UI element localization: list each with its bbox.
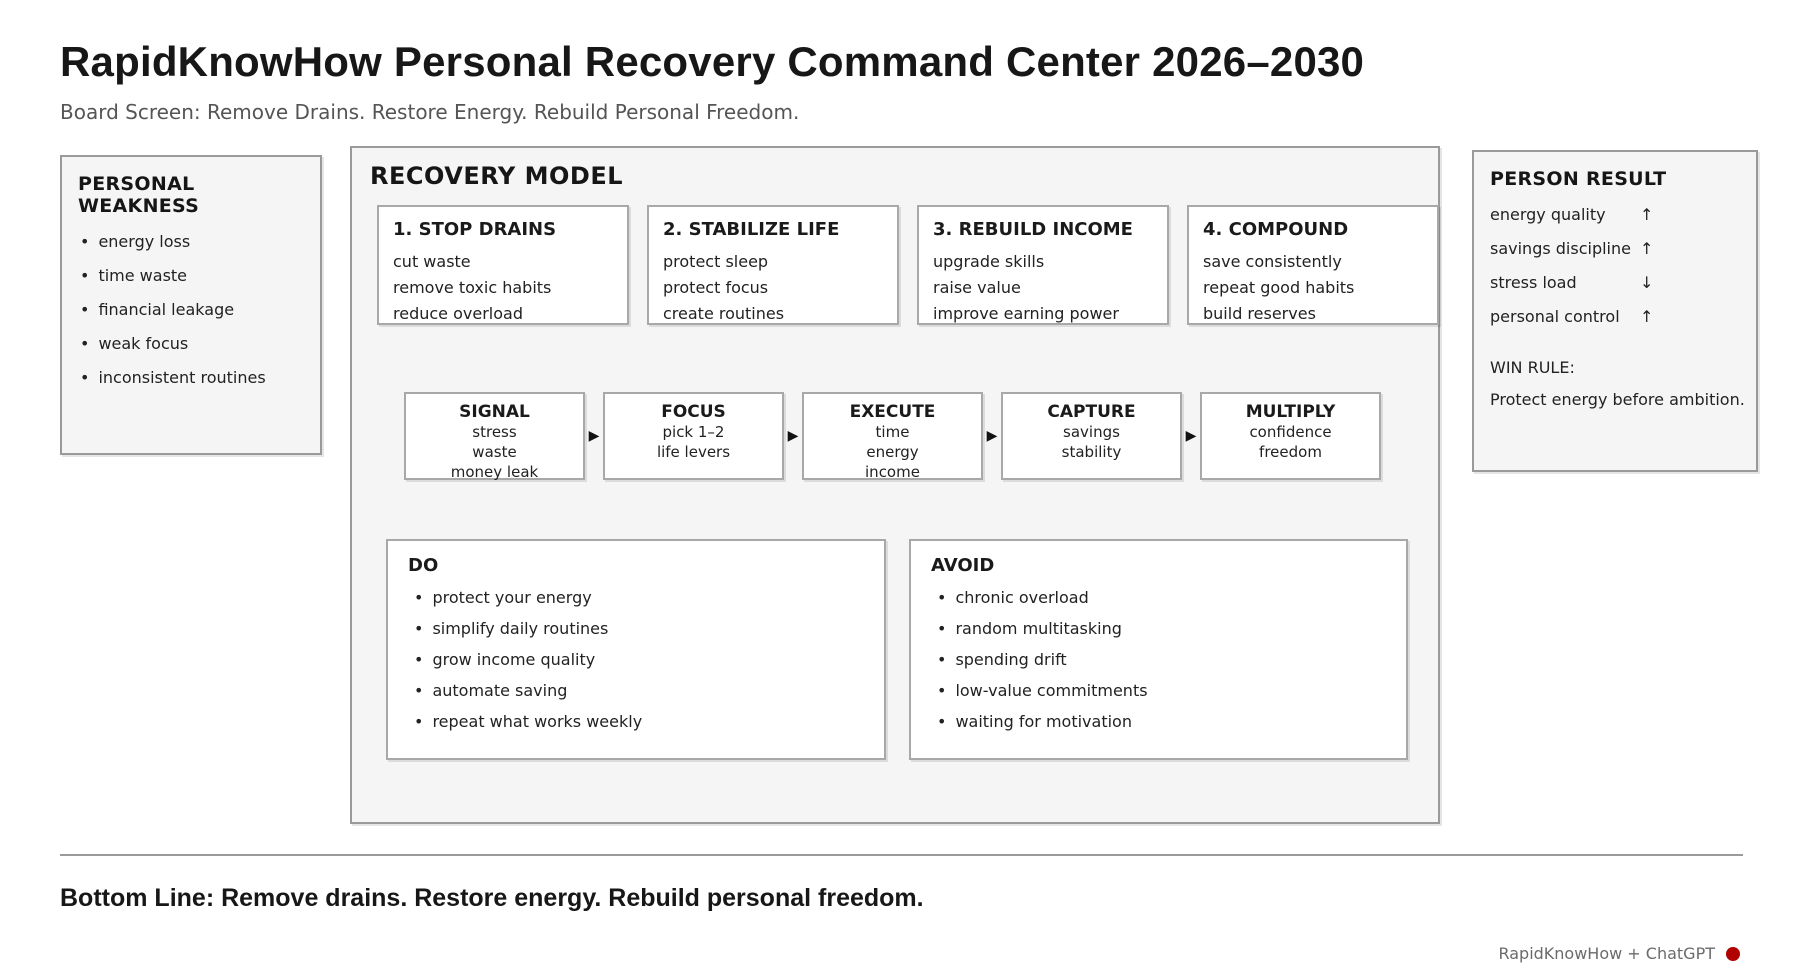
- flow-line: income: [865, 463, 920, 481]
- metric-label: savings discipline: [1490, 239, 1631, 258]
- stage-line: cut waste: [393, 252, 471, 271]
- metric-label: energy quality: [1490, 205, 1606, 224]
- stage-box-stabilize-life: 2. STABILIZE LIFE protect sleep protect …: [647, 205, 899, 325]
- stage-line: protect sleep: [663, 252, 769, 271]
- flow-line: life levers: [656, 443, 731, 461]
- stage-title: 2. STABILIZE LIFE: [663, 219, 840, 240]
- stage-title: 4. COMPOUND: [1203, 219, 1349, 240]
- flow-title: FOCUS: [661, 402, 726, 422]
- arrow-down-icon: ↓: [1640, 273, 1654, 292]
- win-rule-label: WIN RULE:: [1490, 358, 1575, 377]
- do-box: DO protect your energy simplify daily ro…: [386, 539, 886, 760]
- red-dot-icon: [1726, 946, 1740, 961]
- list-item: weak focus: [80, 334, 320, 353]
- stage-line: protect focus: [663, 278, 769, 297]
- weakness-panel: PERSONAL WEAKNESS energy loss time waste…: [60, 155, 322, 455]
- flow-line: confidence: [1249, 423, 1332, 441]
- flow-box-capture: CAPTURE savings stability: [1001, 392, 1182, 480]
- flow-title: EXECUTE: [849, 402, 936, 422]
- page-subtitle: Board Screen: Remove Drains. Restore Ene…: [60, 100, 800, 124]
- stage-row: 1. STOP DRAINS cut waste remove toxic ha…: [377, 205, 1439, 325]
- flow-line: energy: [866, 443, 919, 461]
- stage-title: 1. STOP DRAINS: [393, 219, 557, 240]
- flow-box-focus: FOCUS pick 1–2 life levers: [603, 392, 784, 480]
- divider: [60, 854, 1743, 856]
- flow-arrow-icon: ▶: [787, 428, 799, 444]
- flow-line: freedom: [1259, 443, 1322, 461]
- flow-arrow-icon: ▶: [986, 428, 998, 444]
- list-item: grow income quality: [414, 650, 884, 669]
- arrow-up-icon: ↑: [1640, 205, 1654, 224]
- list-item: random multitasking: [937, 619, 1406, 638]
- stage-line: repeat good habits: [1203, 278, 1355, 297]
- list-item: waiting for motivation: [937, 712, 1406, 731]
- bottom-line: Bottom Line: Remove drains. Restore ener…: [60, 884, 924, 912]
- flow-arrow-icon: ▶: [1185, 428, 1197, 444]
- metric-row: savings discipline ↑: [1490, 239, 1756, 258]
- avoid-box: AVOID chronic overload random multitaski…: [909, 539, 1408, 760]
- arrow-up-icon: ↑: [1640, 307, 1654, 326]
- footer-credit-text: RapidKnowHow + ChatGPT: [1498, 944, 1715, 963]
- stage-line: upgrade skills: [933, 252, 1045, 271]
- avoid-list: chronic overload random multitasking spe…: [937, 588, 1406, 731]
- arrow-up-icon: ↑: [1640, 239, 1654, 258]
- flow-arrow-icon: ▶: [588, 428, 600, 444]
- stage-box-rebuild-income: 3. REBUILD INCOME upgrade skills raise v…: [917, 205, 1169, 325]
- flow-line: savings: [1063, 423, 1120, 441]
- flow-title: CAPTURE: [1047, 402, 1136, 422]
- stage-box-compound: 4. COMPOUND save consistently repeat goo…: [1187, 205, 1439, 325]
- page-title: RapidKnowHow Personal Recovery Command C…: [60, 38, 1365, 85]
- stage-line: reduce overload: [393, 304, 523, 323]
- flow-title: MULTIPLY: [1245, 402, 1336, 422]
- do-list: protect your energy simplify daily routi…: [414, 588, 884, 731]
- flow-box-signal: SIGNAL stress waste money leak: [404, 392, 585, 481]
- recovery-model-panel: RECOVERY MODEL 1. STOP DRAINS cut waste …: [350, 146, 1440, 824]
- list-item: protect your energy: [414, 588, 884, 607]
- list-item: repeat what works weekly: [414, 712, 884, 731]
- flow-box-multiply: MULTIPLY confidence freedom: [1200, 392, 1381, 480]
- recovery-model-title: RECOVERY MODEL: [370, 162, 624, 190]
- footer-credit: RapidKnowHow + ChatGPT: [1498, 944, 1740, 963]
- metric-label: personal control: [1490, 307, 1620, 326]
- flow-line: money leak: [450, 463, 539, 481]
- weakness-list: energy loss time waste financial leakage…: [80, 232, 320, 387]
- stage-line: improve earning power: [933, 304, 1119, 323]
- weakness-panel-title: PERSONAL WEAKNESS: [78, 173, 200, 217]
- flow-line: pick 1–2: [662, 423, 725, 441]
- result-panel: PERSON RESULT energy quality ↑ savings d…: [1472, 150, 1758, 472]
- list-item: simplify daily routines: [414, 619, 884, 638]
- list-item: time waste: [80, 266, 320, 285]
- avoid-box-title: AVOID: [931, 555, 995, 576]
- metric-row: personal control ↑: [1490, 307, 1756, 326]
- flow-row: SIGNAL stress waste money leak ▶ FOCUS p…: [404, 392, 1381, 481]
- stage-line: create routines: [663, 304, 785, 323]
- list-item: spending drift: [937, 650, 1406, 669]
- stage-line: build reserves: [1203, 304, 1316, 323]
- flow-line: time: [875, 423, 910, 441]
- list-item: automate saving: [414, 681, 884, 700]
- metric-row: energy quality ↑: [1490, 205, 1756, 224]
- list-item: chronic overload: [937, 588, 1406, 607]
- win-rule-text: Protect energy before ambition.: [1490, 390, 1745, 409]
- metric-label: stress load: [1490, 273, 1577, 292]
- metric-row: stress load ↓: [1490, 273, 1756, 292]
- flow-line: stability: [1061, 443, 1122, 461]
- stage-line: save consistently: [1203, 252, 1342, 271]
- stage-line: raise value: [933, 278, 1021, 297]
- flow-box-execute: EXECUTE time energy income: [802, 392, 983, 481]
- stage-title: 3. REBUILD INCOME: [933, 219, 1133, 240]
- do-box-title: DO: [408, 555, 439, 576]
- flow-line: stress: [472, 423, 517, 441]
- stage-box-stop-drains: 1. STOP DRAINS cut waste remove toxic ha…: [377, 205, 629, 325]
- flow-title: SIGNAL: [459, 402, 530, 422]
- list-item: inconsistent routines: [80, 368, 320, 387]
- list-item: financial leakage: [80, 300, 320, 319]
- flow-line: waste: [472, 443, 517, 461]
- list-item: low-value commitments: [937, 681, 1406, 700]
- result-panel-title: PERSON RESULT: [1490, 168, 1667, 190]
- list-item: energy loss: [80, 232, 320, 251]
- stage-line: remove toxic habits: [393, 278, 552, 297]
